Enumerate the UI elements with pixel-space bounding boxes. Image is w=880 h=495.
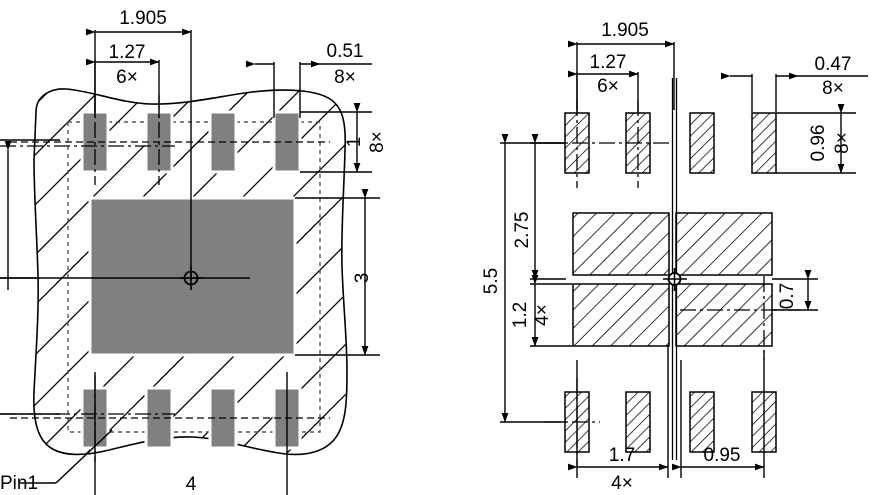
land-pad-top-4	[751, 112, 777, 174]
pin1-label: Pin1	[0, 473, 38, 494]
dim-127-left-qty: 6×	[116, 67, 138, 88]
right-datum-marker	[663, 78, 687, 460]
dim-051-qty: 8×	[334, 67, 356, 88]
dim-4-label: 4	[186, 474, 197, 495]
dim-096-qty: 8×	[832, 132, 853, 154]
dim-095-label: 0.95	[704, 445, 741, 466]
dim-1905-left-label: 1.905	[119, 8, 167, 29]
dim-127-left-label: 1.27	[109, 42, 146, 63]
dim-17-qty: 4×	[611, 473, 633, 494]
dim-1-label: 1	[344, 137, 365, 148]
dim-55-label: 5.5	[481, 268, 502, 294]
left-package-view: 1.905 1.27 6× 0.51 8× 1 8× 3 4 Pin1	[0, 8, 388, 495]
exposed-thermal-pad	[88, 196, 297, 357]
dim-275-label: 2.75	[512, 212, 533, 249]
dim-12-label: 1.2	[510, 302, 531, 328]
thermal-pad-top-right	[675, 212, 773, 276]
thermal-pad-quadrants	[572, 212, 773, 347]
dim-17-label: 1.7	[609, 445, 635, 466]
dim-1905-right-label: 1.905	[601, 20, 649, 41]
dim-1-qty: 8×	[367, 131, 388, 153]
land-pad-bottom-3	[689, 391, 715, 453]
thermal-pad-bottom-left	[572, 283, 670, 347]
left-dimension-lines	[0, 28, 380, 495]
dim-12-qty: 4×	[532, 304, 553, 326]
thermal-pad-bottom-right	[675, 283, 773, 347]
dim-3-label: 3	[352, 273, 373, 284]
dim-096-label: 0.96	[808, 125, 829, 162]
datum-center-marker	[0, 110, 250, 290]
dim-127-right-label: 1.27	[590, 52, 627, 73]
right-dimension-lines	[500, 40, 868, 478]
land-pad-bottom-2	[625, 391, 651, 453]
dim-051-label: 0.51	[327, 41, 364, 62]
dashed-inner-boundary	[67, 121, 321, 433]
right-land-pattern-view: 1.905 1.27 6× 0.47 8× 0.96 8× 2.75 5.5 1…	[481, 20, 868, 494]
dim-127-right-qty: 6×	[597, 76, 619, 97]
land-pad-top-3	[689, 112, 715, 174]
dim-07-label: 0.7	[777, 283, 798, 309]
pin1-leader	[20, 429, 113, 484]
thermal-pad-top-left	[572, 212, 670, 276]
dim-047-qty: 8×	[822, 78, 844, 99]
dim-047-label: 0.47	[815, 54, 852, 75]
